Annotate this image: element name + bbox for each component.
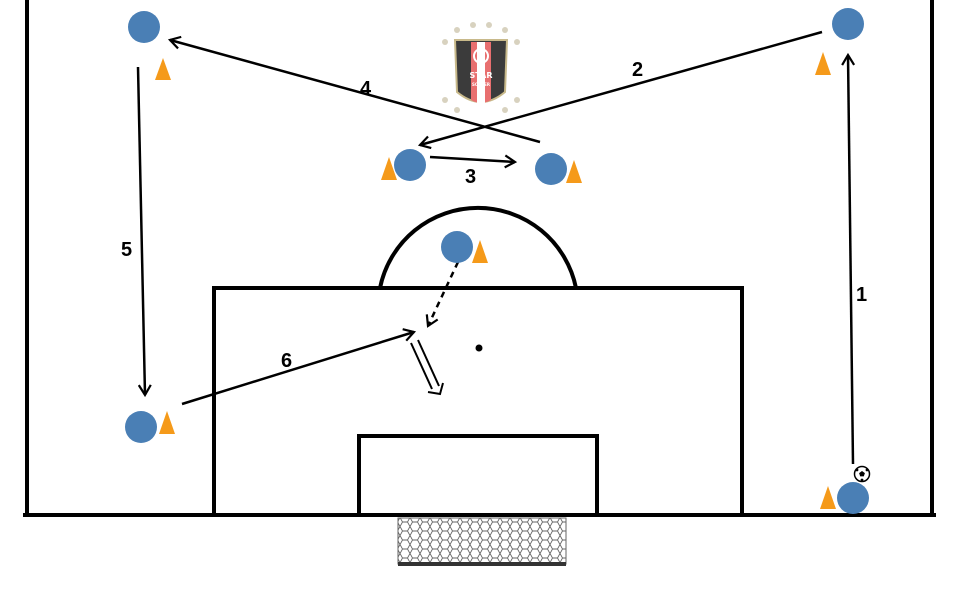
players <box>125 8 869 514</box>
player <box>128 11 160 43</box>
run-arrow-dashed <box>425 261 460 328</box>
player <box>837 482 869 514</box>
pass-label-5: 5 <box>121 239 132 261</box>
cone <box>566 160 582 183</box>
pass-label-1: 1 <box>856 284 867 306</box>
logo-text: STAR <box>470 71 493 80</box>
arrow-5 <box>136 66 152 398</box>
arrow-6 <box>181 328 417 406</box>
cone <box>472 240 488 263</box>
cone <box>155 58 171 80</box>
cone <box>820 486 836 509</box>
cone <box>159 411 175 434</box>
pitch-lines <box>23 0 936 517</box>
penalty-arc <box>378 205 578 289</box>
pass-labels: 1 2 3 4 5 6 <box>121 59 867 372</box>
cone <box>381 157 397 180</box>
pass-label-3: 3 <box>465 166 476 188</box>
penalty-spot <box>475 344 483 352</box>
penalty-box <box>212 286 744 517</box>
six-yard-box <box>357 434 599 517</box>
arrow-4 <box>167 35 541 144</box>
player <box>535 153 567 185</box>
logo-subtext: SOCCER <box>472 82 490 87</box>
player <box>832 8 864 40</box>
pass-label-4: 4 <box>360 78 372 100</box>
player <box>441 231 473 263</box>
soccer-ball-icon <box>853 465 871 483</box>
cone <box>815 52 831 75</box>
club-logo: STAR SOCCER <box>442 22 520 113</box>
player <box>125 411 157 443</box>
pass-arrows <box>136 30 856 465</box>
goal-net <box>397 517 567 566</box>
cones <box>155 52 836 509</box>
shot-arrow <box>410 339 444 396</box>
player <box>394 149 426 181</box>
pass-label-2: 2 <box>632 59 643 81</box>
pass-label-6: 6 <box>281 350 292 372</box>
arrow-1 <box>841 52 856 465</box>
arrow-3 <box>429 154 518 169</box>
